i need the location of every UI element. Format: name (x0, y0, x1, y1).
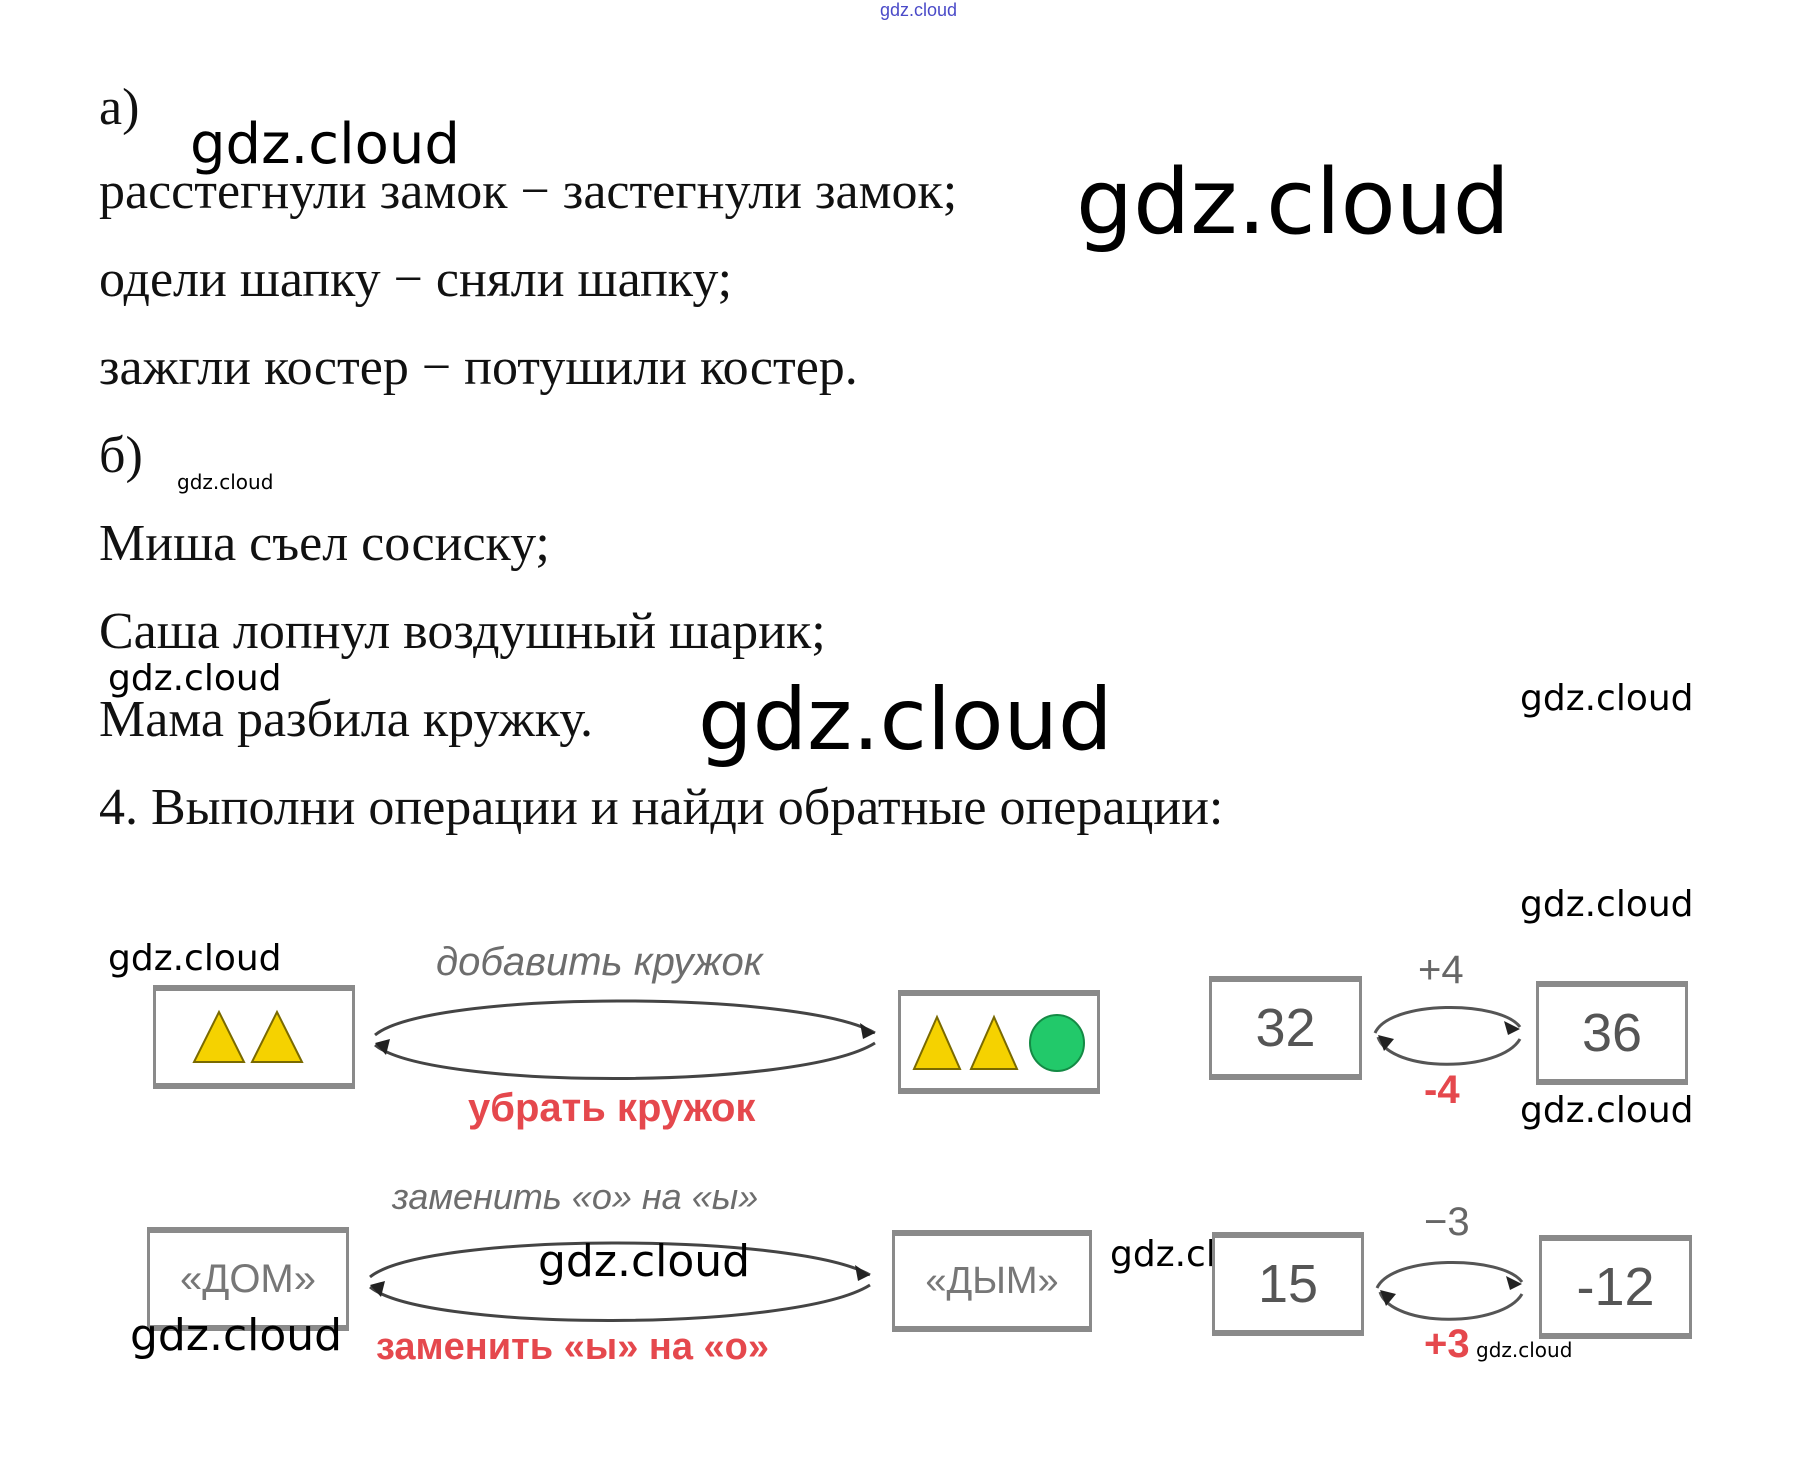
diagram-4-arrows (1375, 1261, 1524, 1321)
watermark-small: gdz.cloud (1476, 1338, 1573, 1362)
diagram-2-arrows (1373, 1006, 1522, 1066)
diagram-1-forward-label: добавить кружок (436, 940, 763, 984)
section-b-label: б) (99, 427, 143, 484)
diagram-1-from-box (153, 985, 355, 1089)
section-b-line-1: Миша съел сосиску; (99, 515, 550, 572)
diagram-3-to-value: «ДЫМ» (925, 1259, 1059, 1302)
diagram-2-to-value: 36 (1581, 1003, 1643, 1063)
watermark: gdz.cloud (108, 938, 282, 979)
diagram-2-from-value: 32 (1255, 998, 1316, 1058)
diagram-3-arrows (369, 1241, 871, 1322)
watermark: gdz.cloud (1520, 1090, 1694, 1131)
diagram-4-to-value: -12 (1576, 1257, 1655, 1317)
watermark: gdz.cloud (1520, 884, 1694, 925)
diagram-2-to-box: 36 (1536, 981, 1688, 1085)
diagram-3-from-value: «ДОМ» (179, 1256, 316, 1301)
diagram-4-to-box: -12 (1539, 1235, 1692, 1339)
diagram-3-inverse-label: заменить «ы» на «о» (376, 1326, 770, 1368)
watermark-large: gdz.cloud (698, 670, 1113, 770)
watermark-top: gdz.cloud (880, 0, 958, 20)
diagram-3-forward-label: заменить «о» на «ы» (392, 1176, 759, 1217)
watermark: gdz.cloud (190, 112, 460, 177)
diagram-4-from-value: 15 (1257, 1254, 1319, 1314)
section-a-line-1: расстегнули замок − застегнули замок; (99, 163, 958, 220)
section-a-label: а) (99, 79, 140, 136)
watermark-large: gdz.cloud (1076, 150, 1510, 255)
watermark: gdz.cloud (130, 1310, 343, 1361)
section-a-line-3: зажгли костер − потушили костер. (99, 339, 858, 396)
diagram-1-to-box (898, 990, 1100, 1094)
watermark-small: gdz.cloud (177, 470, 274, 494)
task4-title: 4. Выполни операции и найди обратные опе… (99, 779, 1224, 836)
diagram-3-from-box: «ДОМ» (147, 1227, 349, 1331)
diagram-1-arrows (374, 999, 876, 1080)
diagram-4-inverse-label: +3 (1424, 1322, 1470, 1366)
triangles-icon (192, 1009, 304, 1063)
diagram-2-inverse-label: -4 (1424, 1068, 1460, 1112)
diagram-3-to-box: «ДЫМ» (892, 1230, 1092, 1332)
diagram-4-from-box: 15 (1212, 1232, 1364, 1336)
watermark: gdz.cloud (538, 1236, 751, 1287)
diagram-2-from-box: 32 (1209, 976, 1362, 1080)
section-b-line-3: Мама разбила кружку. (99, 691, 594, 748)
watermark: gdz.cloud (108, 658, 282, 699)
watermark: gdz.cloud (1520, 678, 1694, 719)
diagram-1-inverse-label: убрать кружок (468, 1086, 756, 1130)
section-a-line-2: одели шапку − сняли шапку; (99, 251, 733, 308)
diagram-2-forward-label: +4 (1418, 948, 1464, 992)
triangles-and-circle-icon (912, 1014, 1085, 1072)
diagram-4-forward-label: −3 (1424, 1200, 1470, 1244)
section-b-line-2: Саша лопнул воздушный шарик; (99, 603, 826, 660)
